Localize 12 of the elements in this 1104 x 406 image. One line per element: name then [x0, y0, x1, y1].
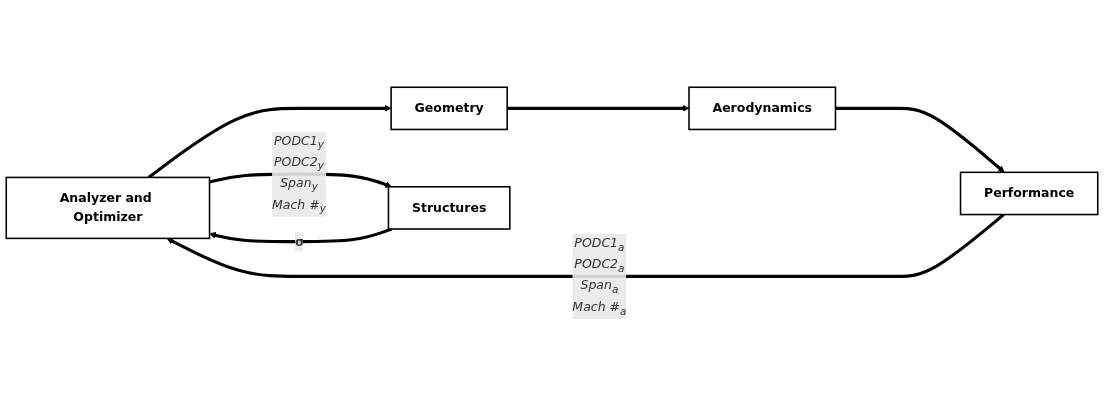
edge-label: PODC1$_{y}$ PODC2$_{y}$ Span$_{y}$ Mach #$_{y}$	[272, 133, 326, 215]
arrow	[835, 106, 1005, 173]
arrow	[147, 104, 392, 179]
node-box: Structures	[387, 185, 511, 230]
edge-label: PODC1$_{a}$ PODC2$_{a}$ Span$_{a}$ Mach #$_{a}$	[572, 235, 627, 317]
arrow	[166, 213, 1005, 278]
arrow	[209, 227, 393, 244]
arrow	[507, 104, 690, 112]
node-box: Aerodynamics	[688, 86, 837, 131]
node-box: Geometry	[390, 86, 508, 131]
node-box: Analyzer and Optimizer	[5, 176, 211, 240]
node-box: Performance	[959, 171, 1099, 216]
